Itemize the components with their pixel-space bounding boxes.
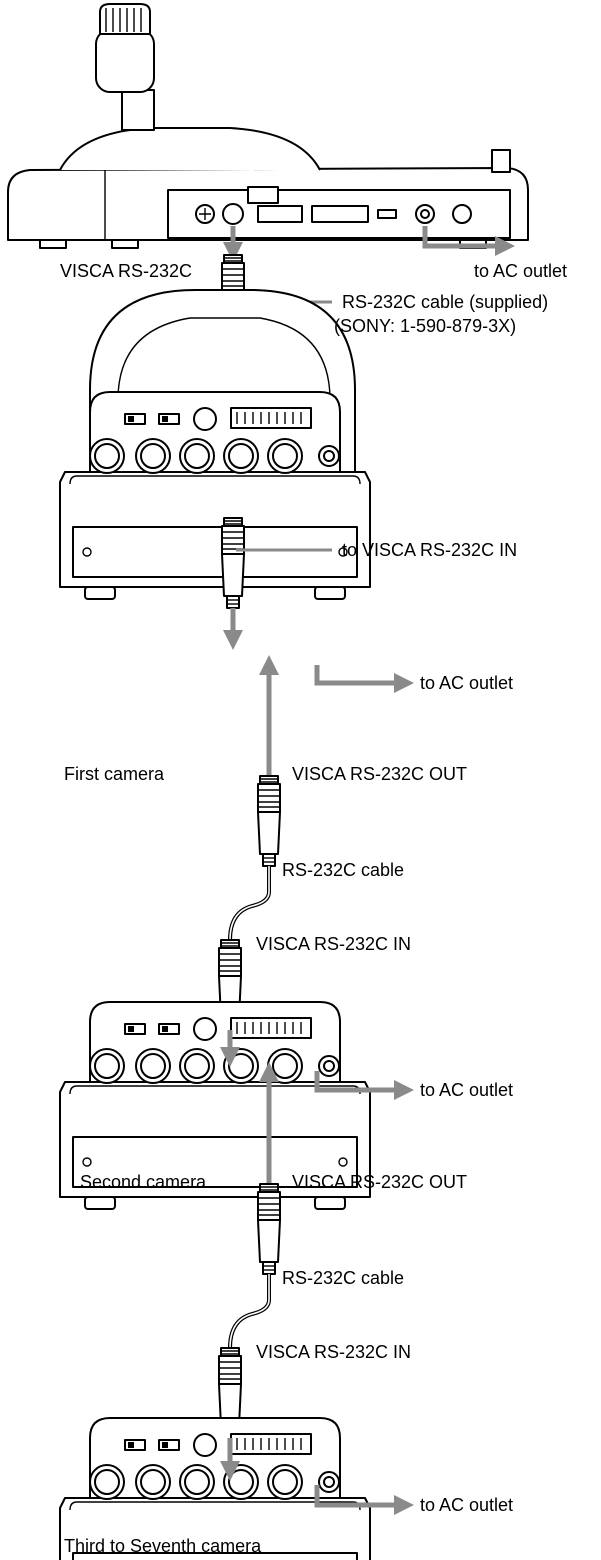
cam2-out-label: VISCA RS-232C OUT xyxy=(292,1172,467,1192)
cam1-name-label: First camera xyxy=(64,764,165,784)
remote-controller xyxy=(7,3,529,249)
cam2-ac-label: to AC outlet xyxy=(420,1080,513,1100)
controller-ac-label: to AC outlet xyxy=(474,261,567,281)
cam3-name-label: Third to Seventh camera xyxy=(64,1536,262,1556)
cam2-in-label: VISCA RS-232C IN xyxy=(256,934,411,954)
cam1-out-label: VISCA RS-232C OUT xyxy=(292,764,467,784)
first-camera xyxy=(60,289,370,599)
controller-port-label: VISCA RS-232C xyxy=(60,261,192,281)
cable2-label: RS-232C cable xyxy=(282,860,404,880)
cam2-name-label: Second camera xyxy=(80,1172,207,1192)
supplied-cable-label: RS-232C cable (supplied) xyxy=(342,292,548,312)
cam1-ac-label: to AC outlet xyxy=(420,673,513,693)
cam1-in-label: to VISCA RS-232C IN xyxy=(342,540,517,560)
cam3-in-label: VISCA RS-232C IN xyxy=(256,1342,411,1362)
cable3-label: RS-232C cable xyxy=(282,1268,404,1288)
cam3-ac-label: to AC outlet xyxy=(420,1495,513,1515)
supplied-cable-part-label: (SONY: 1-590-879-3X) xyxy=(334,316,516,336)
